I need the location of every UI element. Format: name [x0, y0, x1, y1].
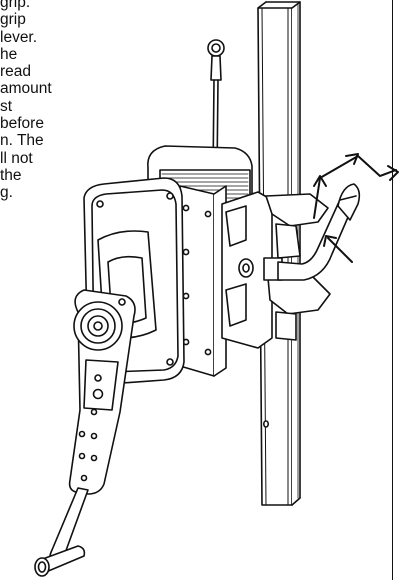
text-line: st: [0, 97, 13, 115]
page-border: [392, 0, 393, 580]
mast-clamp-bracket: [221, 191, 331, 349]
drive-hub: [73, 298, 126, 351]
release-lever: [277, 183, 361, 281]
text-line: before: [0, 115, 44, 133]
text-line: lever.: [0, 28, 38, 46]
text-line: grip.: [0, 0, 31, 11]
text-line: amount: [0, 80, 52, 98]
text-line: ll not: [0, 149, 33, 167]
text-line: g.: [0, 184, 13, 202]
text-line: he: [0, 45, 18, 63]
instruction-text-fragment: grip. grip lever. he read amount st befo…: [0, 0, 120, 202]
text-line: grip: [0, 11, 26, 29]
text-line: the: [0, 166, 22, 184]
text-line: n. The: [0, 132, 44, 150]
crank-handle: [34, 487, 89, 577]
text-line: read: [0, 63, 32, 81]
frame-side-plate: [179, 185, 227, 377]
cable-hook: [207, 39, 225, 176]
